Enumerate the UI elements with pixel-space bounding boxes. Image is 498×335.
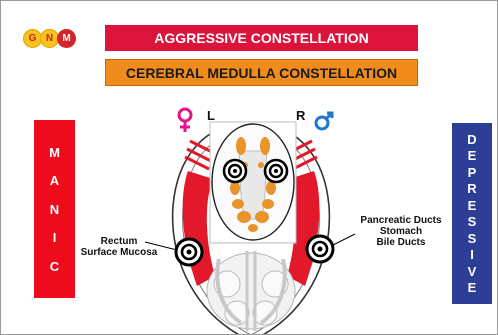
male-icon bbox=[316, 113, 332, 129]
target-lower-right bbox=[307, 236, 333, 262]
left-marker: L bbox=[207, 108, 215, 123]
label-bile-ducts: Bile Ducts bbox=[357, 237, 445, 248]
label-pancreatic-ducts: Pancreatic Ducts bbox=[357, 215, 445, 226]
right-marker: R bbox=[296, 108, 305, 123]
left-organ-label: Rectum Surface Mucosa bbox=[79, 236, 159, 258]
target-upper-right bbox=[265, 160, 287, 182]
label-rectum: Rectum bbox=[79, 236, 159, 247]
medulla-center bbox=[239, 151, 267, 219]
female-icon bbox=[179, 109, 191, 132]
right-organ-label: Pancreatic Ducts Stomach Bile Ducts bbox=[357, 215, 445, 248]
leader-line-right bbox=[333, 234, 355, 245]
label-stomach: Stomach bbox=[357, 226, 445, 237]
label-surface-mucosa: Surface Mucosa bbox=[79, 247, 159, 258]
target-upper-left bbox=[224, 160, 246, 182]
target-lower-left bbox=[176, 239, 202, 265]
